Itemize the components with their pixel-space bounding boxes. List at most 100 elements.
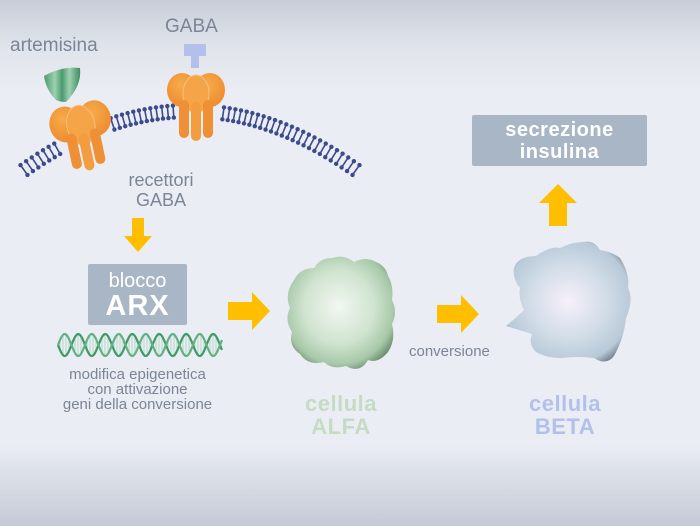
gaba-receptors-label-line1: recettori (128, 170, 194, 190)
lipid-head (23, 158, 29, 164)
lipid-head (323, 141, 328, 146)
gaba-ligand-icon (184, 44, 206, 68)
lipid-head (57, 151, 63, 157)
lipid-head (257, 125, 263, 131)
lipid-head (261, 114, 266, 119)
arx-box-line2: ARX (105, 290, 170, 322)
lipid-head (350, 172, 355, 178)
beta-cell-label: cellula BETA (510, 392, 620, 438)
lipid-head (312, 135, 317, 140)
lipid-head (333, 161, 339, 167)
lipid-head (159, 104, 164, 109)
lipid-head (125, 110, 130, 116)
gaba-receptor-1-icon (49, 100, 111, 171)
insulin-box-line2: insulina (519, 141, 600, 163)
lipid-head (241, 121, 247, 126)
lipid-head (274, 131, 279, 136)
lipid-head (30, 168, 36, 174)
lipid-head (142, 107, 147, 112)
beta-cell-label-line2: BETA (534, 414, 596, 439)
arrow-right-2-icon (437, 295, 479, 333)
gaba-label: GABA (165, 16, 218, 37)
lipid-head (35, 151, 40, 156)
lipid-head (112, 127, 117, 132)
lipid-head (284, 122, 289, 127)
alpha-cell-label-line2: ALFA (311, 414, 371, 439)
alpha-cell-label: cellula ALFA (286, 392, 396, 438)
lipid-head (268, 129, 274, 134)
lipid-head (52, 141, 57, 146)
lipid-head (236, 119, 241, 125)
lipid-head (171, 115, 177, 120)
lipid-head (160, 116, 166, 121)
lipid-head (295, 126, 300, 132)
lipid-head (285, 135, 290, 140)
conversion-label: conversione (409, 343, 490, 360)
lipid-head (329, 144, 334, 150)
lipid-head (339, 165, 344, 170)
insulin-secretion-box: secrezione insulina (472, 115, 647, 166)
lipid-head (225, 117, 230, 123)
lipid-head (123, 124, 128, 129)
lipid-head (148, 106, 153, 111)
lipid-head (289, 124, 295, 129)
arx-block-box: blocco ARX (88, 264, 187, 325)
epigenetic-label-line3: geni della conversione (62, 396, 213, 413)
lipid-head (238, 108, 244, 113)
gaba-receptors-label: recettori GABA (112, 170, 210, 210)
artemisinin-molecule-icon (44, 67, 81, 102)
lipid-head (312, 148, 317, 154)
arrow-up-icon (539, 184, 577, 226)
lipid-head (47, 158, 52, 163)
lipid-head (131, 109, 136, 114)
lipid-head (119, 112, 125, 117)
dna-helix-icon (56, 332, 224, 358)
lipid-head (328, 158, 333, 163)
lipid-head (166, 115, 171, 121)
lipid-head (317, 151, 323, 157)
lipid-head (29, 155, 34, 160)
epigenetic-modification-label: modifica epigenetica con attivazione gen… (35, 367, 240, 412)
lipid-head (46, 144, 51, 150)
arrow-right-1-icon (228, 292, 270, 330)
lipid-head (255, 112, 261, 117)
lipid-head (250, 110, 255, 116)
lipid-head (244, 109, 249, 114)
lipid-head (306, 145, 312, 151)
lipid-head (263, 127, 268, 132)
lipid-head (117, 125, 123, 131)
lipid-head (252, 124, 257, 129)
lipid-head (357, 162, 362, 168)
lipid-head (301, 129, 306, 135)
lipid-head (334, 148, 340, 153)
lipid-head (220, 117, 225, 122)
lipid-head (41, 161, 47, 167)
alpha-cell-icon (287, 256, 395, 369)
lipid-head (301, 143, 306, 148)
lipid-head (153, 105, 159, 110)
lipid-head (139, 119, 144, 125)
alpha-cell-label-line1: cellula (305, 391, 377, 416)
lipid-head (344, 168, 350, 174)
artemisinin-label: artemisina (10, 35, 98, 56)
dna-strand (56, 332, 224, 358)
lipid-head (144, 118, 150, 124)
epigenetic-label-line2: con attivazione (87, 381, 188, 398)
arrow-down-icon (124, 218, 152, 252)
lipid-head (155, 117, 160, 122)
insulin-box-line1: secrezione (505, 119, 614, 141)
lipid-head (227, 106, 232, 111)
lipid-head (340, 151, 345, 156)
epigenetic-label-line1: modifica epigenetica (69, 366, 206, 383)
lipid-head (278, 119, 283, 125)
lipid-head (351, 158, 357, 164)
lipid-head (170, 103, 176, 108)
lipid-head (136, 108, 142, 113)
lipid-head (25, 172, 30, 178)
lipid-head (233, 107, 238, 112)
lipid-head (18, 162, 23, 168)
arx-box-line1: blocco (108, 270, 167, 292)
lipid-head (114, 114, 119, 119)
lipid-head (290, 137, 295, 143)
lipid-head (128, 122, 133, 127)
